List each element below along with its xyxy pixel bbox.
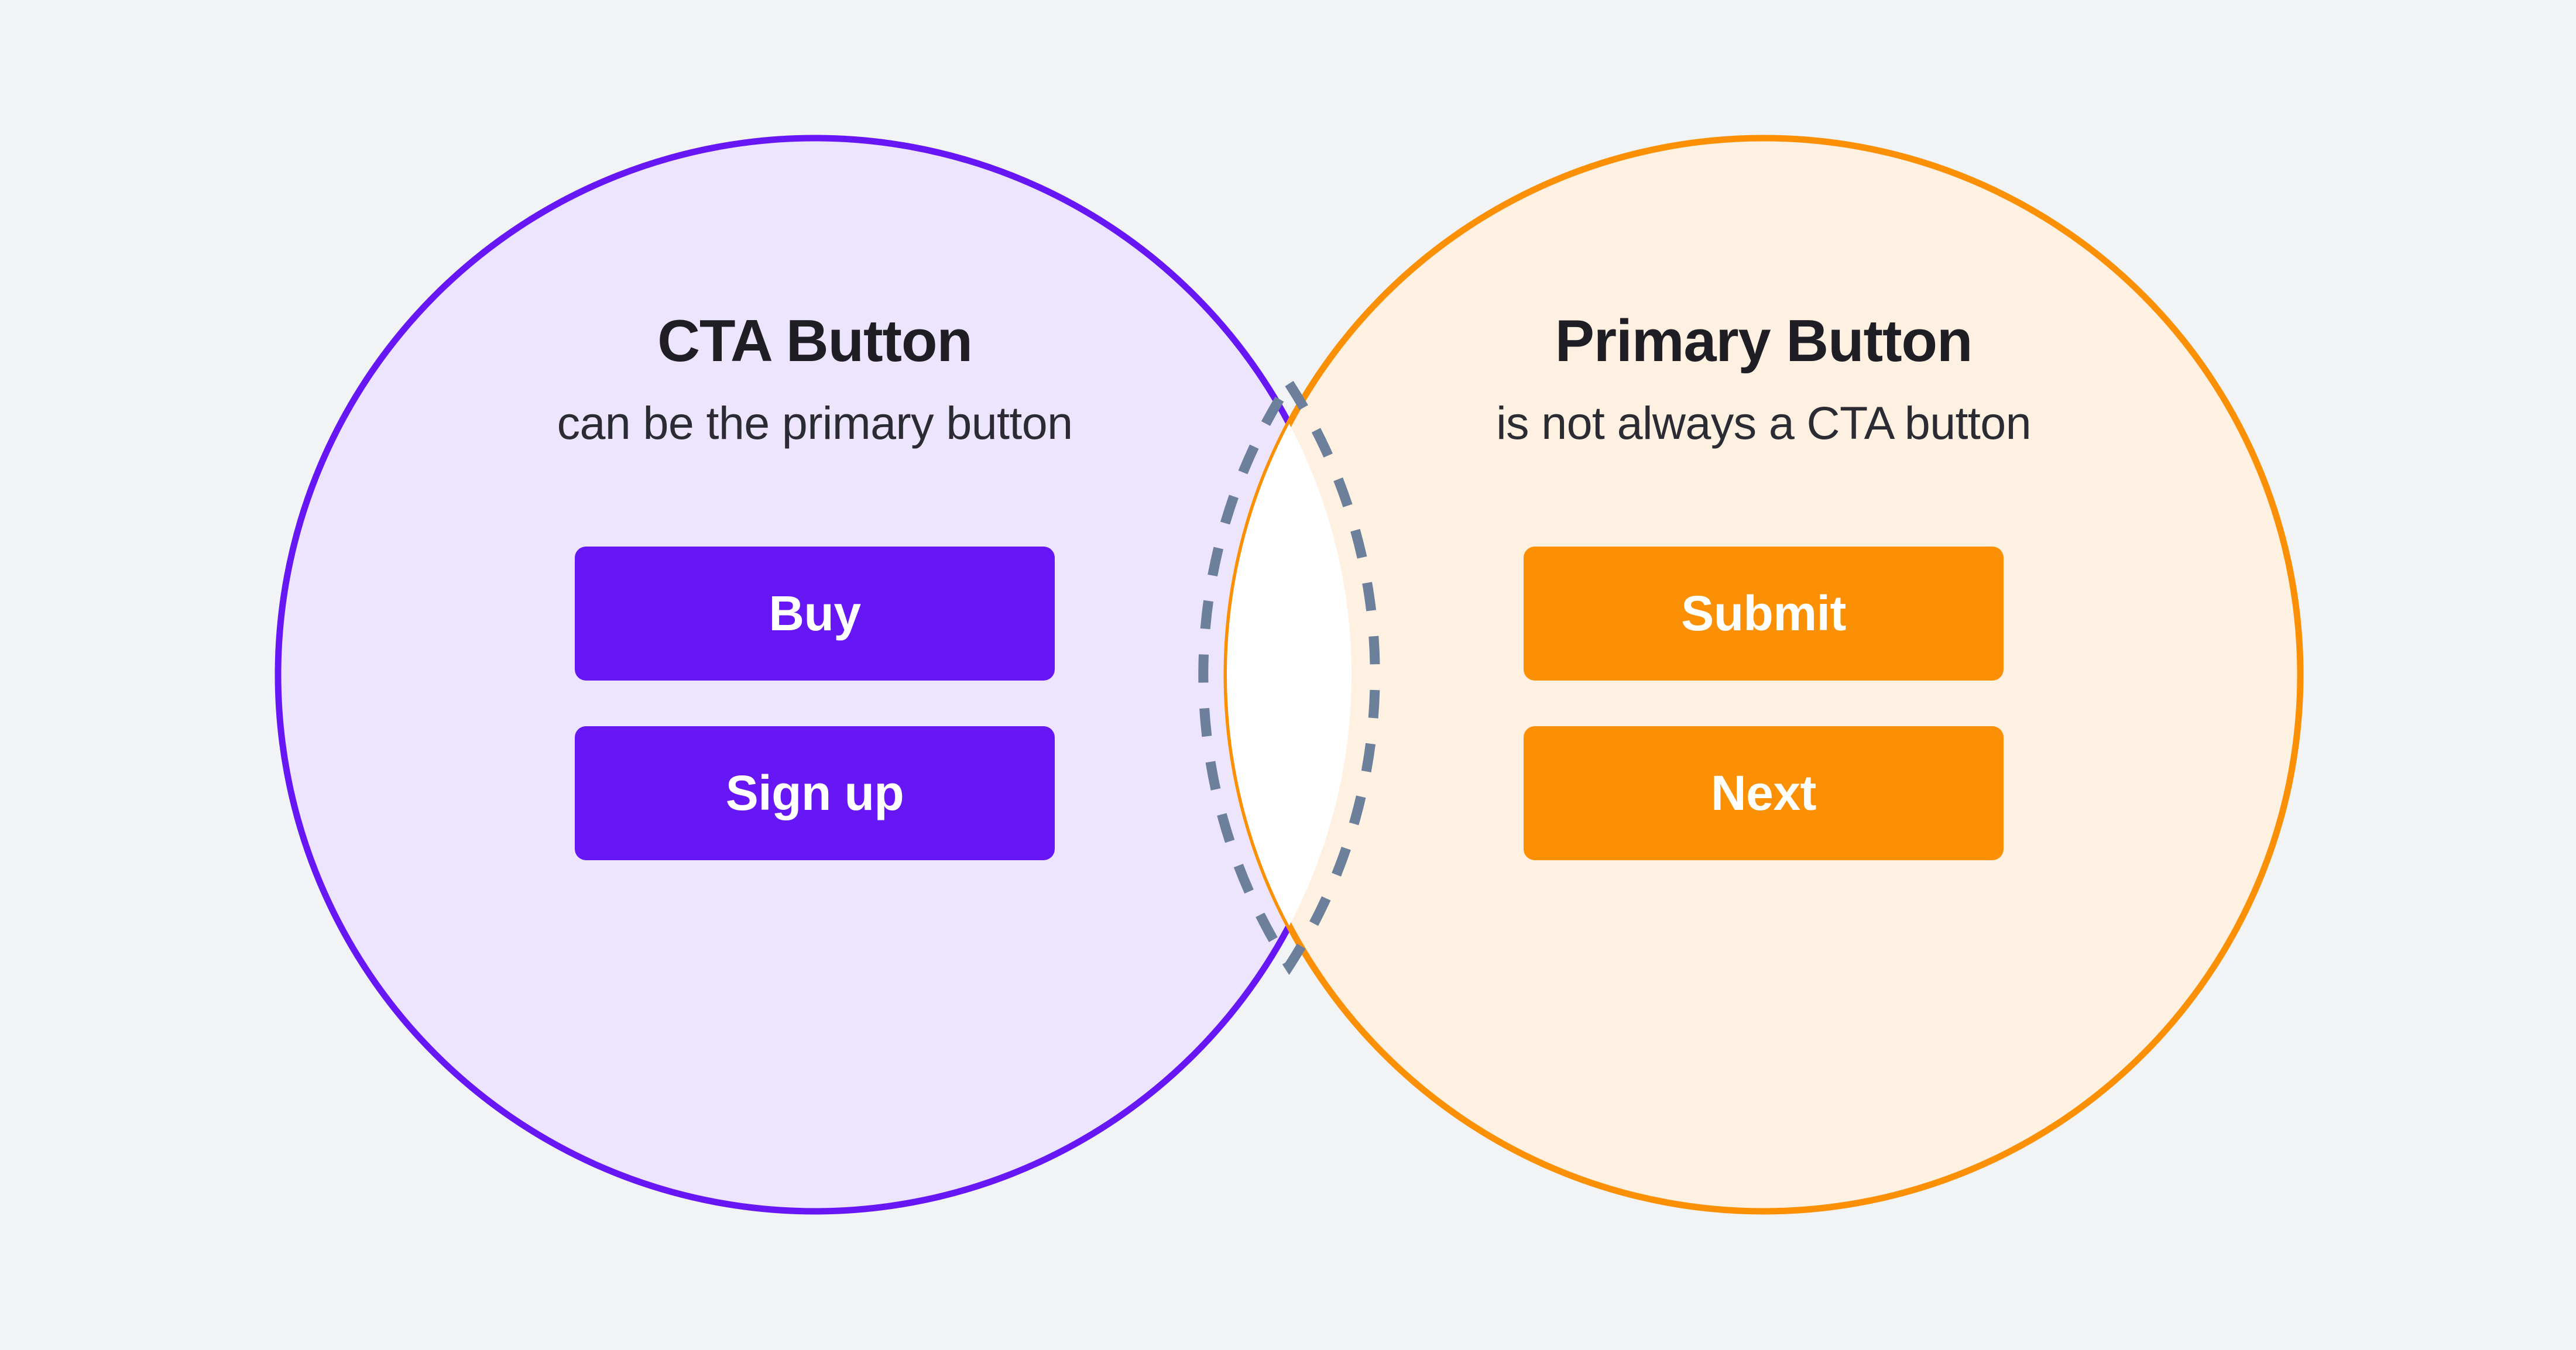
- cta-button-examples: Buy Sign up: [575, 546, 1055, 860]
- next-button[interactable]: Next: [1524, 726, 2004, 860]
- primary-button-examples: Submit Next: [1524, 546, 2004, 860]
- primary-button-set-title: Primary Button: [1555, 308, 1973, 374]
- intersection-lens[interactable]: [1198, 138, 2300, 1211]
- sign-up-button[interactable]: Sign up: [575, 726, 1055, 860]
- cta-button-set-content: CTA Button can be the primary button Buy…: [341, 310, 1289, 860]
- submit-button[interactable]: Submit: [1524, 546, 2004, 681]
- primary-button-set-content: Primary Button is not always a CTA butto…: [1289, 310, 2238, 860]
- intersection-lens-outline: [1198, 374, 1380, 975]
- cta-button-set-title: CTA Button: [657, 308, 973, 374]
- primary-button-set-subtitle: is not always a CTA button: [1496, 397, 2031, 449]
- cta-button-set-subtitle: can be the primary button: [557, 397, 1073, 449]
- buy-button[interactable]: Buy: [575, 546, 1055, 681]
